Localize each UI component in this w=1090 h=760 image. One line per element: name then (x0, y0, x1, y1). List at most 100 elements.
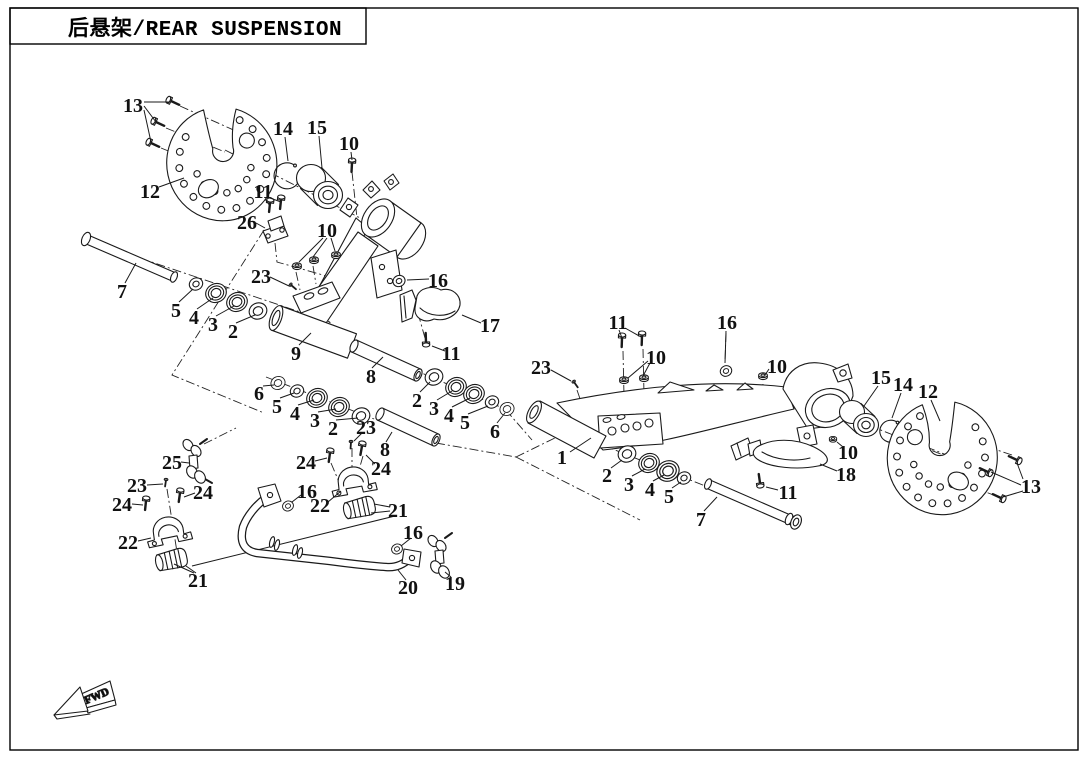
callout-13: 13 (123, 95, 143, 117)
callout-3: 3 (624, 474, 634, 496)
part-17-guide-shoe-left (399, 287, 461, 323)
callout-11: 11 (779, 482, 798, 504)
callout-4: 4 (189, 307, 199, 329)
callout-leader-13 (143, 105, 157, 123)
callout-7: 7 (117, 281, 127, 303)
callout-leader-2 (419, 381, 431, 393)
callout-5: 5 (171, 300, 181, 322)
callout-17: 17 (480, 315, 500, 337)
callout-4: 4 (444, 405, 454, 427)
callout-leader-10 (312, 237, 328, 258)
callout-23: 23 (531, 357, 551, 379)
callout-leader-25 (180, 461, 190, 464)
callout-15: 15 (871, 367, 891, 389)
callout-leader-5 (467, 405, 489, 415)
callout-14: 14 (273, 118, 293, 140)
callout-7: 7 (696, 509, 706, 531)
part-1-swingarm-right (526, 362, 854, 459)
callout-leader-4 (297, 399, 315, 406)
callout-19: 19 (445, 573, 465, 595)
part-8-spacer-tube-lower (375, 407, 441, 447)
callout-leader-7 (703, 496, 718, 512)
callout-leader-10 (350, 151, 353, 161)
callout-leader-11 (618, 329, 623, 339)
part-18-guide-shoe-right (730, 437, 828, 469)
callout-11: 11 (609, 312, 628, 334)
callout-21: 21 (388, 500, 408, 522)
callout-leader-16 (291, 494, 302, 503)
callout-leader-2 (335, 417, 359, 421)
callout-leader-24 (314, 457, 328, 462)
part-7-pivot-shaft-right (703, 478, 803, 530)
callout-leader-17 (461, 314, 482, 324)
callout-leader-8 (385, 431, 393, 443)
callout-leader-21 (173, 563, 195, 574)
part-8-spacer-tube-upper (349, 339, 423, 382)
callout-leader-23 (550, 369, 572, 382)
callout-22: 22 (310, 495, 330, 517)
callout-leader-5 (178, 288, 194, 303)
callout-3: 3 (208, 314, 218, 336)
callout-14: 14 (893, 374, 913, 396)
fwd-arrow: FWD (53, 680, 117, 720)
callout-leader-1 (569, 437, 592, 453)
callout-15: 15 (307, 117, 327, 139)
callout-1: 1 (557, 447, 567, 469)
callout-leader-10 (330, 237, 336, 252)
part-26-bracket (262, 193, 289, 244)
callout-leader-14 (284, 136, 289, 162)
callout-leader-15 (863, 385, 879, 407)
callout-leader-22 (327, 490, 342, 503)
part-19-stabilizer-link-right (427, 532, 453, 579)
callout-leader-23 (353, 432, 363, 442)
callout-leader-24 (365, 454, 376, 465)
callout-leader-7 (124, 262, 137, 284)
callout-leader-24 (183, 492, 196, 498)
callout-leader-5 (279, 392, 295, 399)
callout-leader-26 (255, 222, 266, 229)
callout-leader-10 (642, 362, 651, 377)
callout-24: 24 (296, 452, 316, 474)
callout-leader-13 (1002, 490, 1024, 498)
callout-5: 5 (664, 486, 674, 508)
callout-16: 16 (297, 481, 317, 503)
callout-11: 11 (254, 181, 273, 203)
callout-leader-6 (496, 412, 506, 424)
callout-3: 3 (310, 410, 320, 432)
callout-6: 6 (254, 383, 264, 405)
callout-leader-16 (400, 537, 412, 547)
callout-23: 23 (356, 417, 376, 439)
callout-6: 6 (490, 421, 500, 443)
callout-leader-16 (724, 330, 727, 364)
callout-24: 24 (112, 494, 132, 516)
callout-leader-11 (624, 327, 642, 338)
callout-leader-15 (318, 135, 323, 169)
part-7-pivot-shaft-left (80, 231, 179, 283)
callout-8: 8 (380, 439, 390, 461)
callout-5: 5 (272, 396, 282, 418)
callout-10: 10 (339, 133, 359, 155)
callout-leader-4 (196, 297, 214, 310)
callout-8: 8 (366, 366, 376, 388)
callout-leader-2 (610, 459, 623, 469)
callout-18: 18 (836, 464, 856, 486)
callout-10: 10 (646, 347, 666, 369)
callout-leader-19 (444, 571, 452, 578)
callout-leader-9 (298, 332, 312, 346)
part-12-brake-disc-guard-left (155, 96, 288, 232)
part-16-nut-bar-right (389, 541, 405, 557)
callout-leader-2 (235, 314, 256, 324)
part-20-stabilizer-bar (237, 483, 422, 572)
callout-leader-3 (436, 390, 453, 401)
callout-leader-11 (269, 197, 282, 203)
part-14-snap-ring-left (273, 162, 301, 190)
callout-2: 2 (602, 465, 612, 487)
callout-leader-4 (451, 397, 471, 408)
callout-leader-14 (891, 392, 902, 419)
callout-12: 12 (918, 381, 938, 403)
callout-11: 11 (442, 343, 461, 365)
callout-leader-24 (131, 503, 144, 506)
part-15-bearing-right (838, 399, 880, 438)
